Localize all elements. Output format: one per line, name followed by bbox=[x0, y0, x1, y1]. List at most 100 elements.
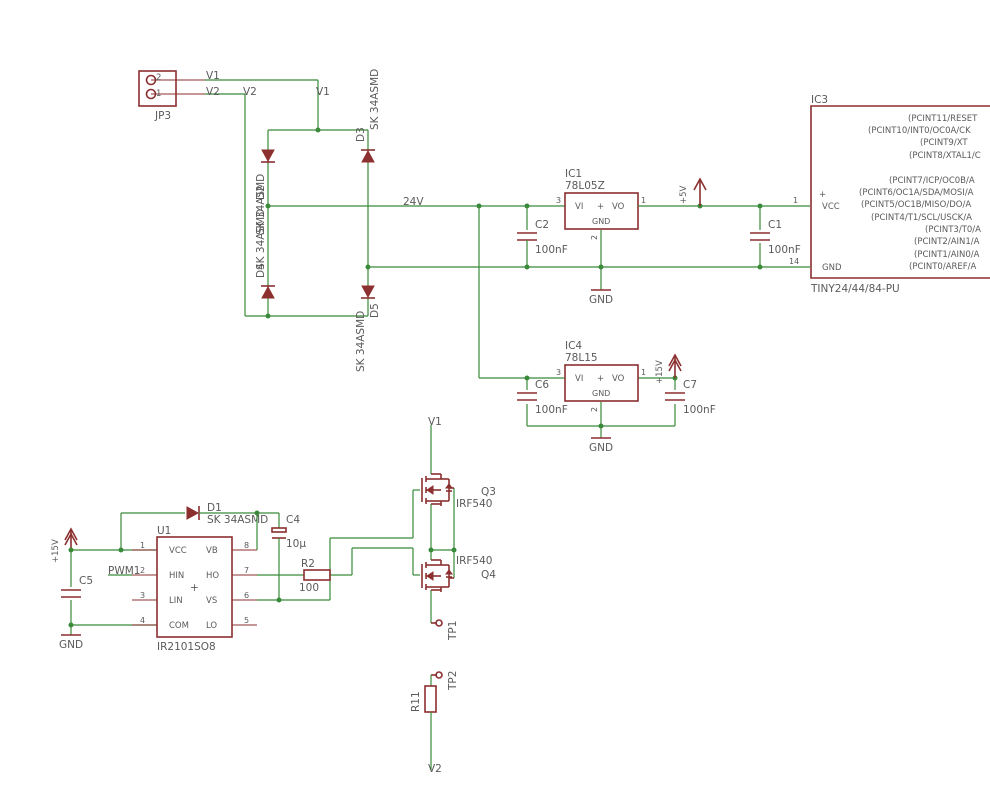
u1-pin-number: 7 bbox=[244, 566, 249, 575]
ic3-pin-label: (PCINT1/AIN0/A bbox=[914, 250, 980, 260]
net-label-5v: +5V bbox=[679, 185, 689, 204]
gnd-label-2: GND bbox=[589, 442, 613, 454]
net-label-15v-a: +15V bbox=[655, 360, 665, 384]
diode-d5[interactable]: D5 SK 34ASMD bbox=[355, 285, 381, 372]
ic4-gnd: GND bbox=[592, 389, 610, 398]
c4-label: C4 bbox=[286, 514, 300, 526]
ic1-pin-gnd: 2 bbox=[590, 235, 599, 240]
jp3-connector[interactable]: 2 1 JP3 bbox=[138, 70, 205, 122]
ic3-pin-labels: (PCINT11/RESET (PCINT10/INT0/OC0A/CK (PC… bbox=[859, 114, 981, 272]
u1-pin-label: COM bbox=[169, 621, 189, 631]
ic1-pin-in: 3 bbox=[556, 196, 561, 205]
test-point-tp2[interactable]: TP2 bbox=[430, 671, 459, 691]
net-24v: 24V bbox=[268, 196, 565, 381]
d4-label: D4 bbox=[255, 263, 267, 278]
ic3-pin-label: (PCINT7/ICP/OC0B/A bbox=[889, 176, 975, 186]
d1-label: D1 bbox=[207, 502, 222, 514]
ic1-pin-out: 1 bbox=[641, 196, 646, 205]
resistor-r2[interactable]: R2 100 bbox=[299, 558, 331, 594]
capacitor-c1[interactable]: C1 100nF bbox=[750, 219, 801, 256]
ic3-value: TINY24/44/84-PU bbox=[810, 283, 900, 295]
test-point-tp1[interactable]: TP1 bbox=[431, 619, 459, 641]
u1-pin-label: HIN bbox=[169, 571, 184, 581]
driver-output-wiring bbox=[254, 489, 420, 603]
ic1-gnd: GND bbox=[592, 217, 610, 226]
net-gnd-top bbox=[368, 230, 810, 290]
net-label-v2: V2 bbox=[206, 86, 220, 98]
q3-value: IRF540 bbox=[456, 498, 492, 510]
net-v1-v2: V1 V2 V2 V1 bbox=[205, 70, 330, 316]
diode-d1[interactable]: D1 SK 34ASMD bbox=[186, 502, 279, 526]
ic3-pin-label: (PCINT6/OC1A/SDA/MOSI/A bbox=[859, 188, 974, 198]
net-label-v1: V1 bbox=[206, 70, 220, 82]
ic1-value: 78L05Z bbox=[565, 180, 605, 192]
net-pwm1: PWM1 bbox=[108, 565, 140, 577]
capacitor-c5[interactable]: C5 bbox=[61, 575, 93, 598]
ic3-pin-label: (PCINT5/OC1B/MISO/DO/A bbox=[861, 200, 971, 210]
net-5v: +5V bbox=[638, 177, 810, 267]
ic3-pin-label: (PCINT11/RESET bbox=[908, 114, 978, 124]
r2-label: R2 bbox=[301, 558, 315, 570]
capacitor-c2[interactable]: C2 100nF bbox=[517, 219, 568, 256]
net-gnd-15v: +15V bbox=[526, 353, 682, 438]
jp3-pin1-label: 1 bbox=[156, 89, 161, 99]
net-label-v2-c: V2 bbox=[428, 763, 442, 775]
c4-value: 10µ bbox=[286, 538, 306, 550]
microcontroller-ic3[interactable]: IC3 TINY24/44/84-PU VCC GND + 1 14 (PCIN… bbox=[789, 94, 990, 295]
u1-value: IR2101SO8 bbox=[157, 641, 216, 653]
u1-label: U1 bbox=[157, 525, 171, 537]
c5-label: C5 bbox=[79, 575, 93, 587]
ic1-vi: VI bbox=[575, 202, 583, 212]
gnd-symbol-3: GND bbox=[59, 634, 83, 651]
regulator-ic1[interactable]: IC1 78L05Z VI VO + GND 3 1 2 bbox=[556, 168, 646, 240]
ic4-vi: VI bbox=[575, 374, 583, 384]
mosfet-q3[interactable]: Q3 IRF540 bbox=[421, 473, 496, 510]
net-label-24v: 24V bbox=[403, 196, 424, 208]
ic1-plus: + bbox=[597, 202, 604, 212]
ic3-pin-label: (PCINT9/XT bbox=[920, 138, 968, 148]
c6-label: C6 bbox=[535, 379, 549, 391]
u1-pin-label: VS bbox=[206, 596, 217, 606]
u1-pin-number: 3 bbox=[140, 591, 145, 600]
gate-driver-u1[interactable]: U1 IR2101SO8 + 1 2 3 4 8 7 6 5 VCC HIN L… bbox=[132, 525, 257, 653]
ic3-pin-label: (PCINT0/AREF/A bbox=[909, 262, 977, 272]
ic3-pin-label: (PCINT4/T1/SCL/USCK/A bbox=[871, 213, 972, 223]
ic4-pin-in: 3 bbox=[556, 368, 561, 377]
net-label-v2-b: V2 bbox=[243, 86, 257, 98]
capacitor-c4[interactable]: C4 10µ bbox=[271, 513, 306, 600]
ic3-pin-gnd: 14 bbox=[789, 257, 799, 266]
q4-value: IRF540 bbox=[456, 555, 492, 567]
d1-value: SK 34ASMD bbox=[207, 514, 268, 526]
capacitor-c6[interactable]: C6 100nF bbox=[517, 379, 568, 416]
gnd-symbol-2: GND bbox=[589, 437, 613, 454]
tp1-label: TP1 bbox=[447, 621, 459, 641]
q4-label: Q4 bbox=[481, 569, 496, 581]
ic1-vo: VO bbox=[612, 202, 625, 212]
net-label-pwm1: PWM1 bbox=[108, 565, 140, 577]
ic3-label: IC3 bbox=[811, 94, 828, 106]
ic4-vo: VO bbox=[612, 374, 625, 384]
net-label-v1-b: V1 bbox=[316, 86, 330, 98]
r2-value: 100 bbox=[299, 582, 319, 594]
tp2-label: TP2 bbox=[447, 671, 459, 691]
diode-d3[interactable]: D3 SK 34ASMD bbox=[355, 69, 381, 163]
mosfet-q4[interactable]: IRF540 Q4 bbox=[421, 555, 496, 592]
capacitor-c7[interactable]: C7 100nF bbox=[665, 379, 716, 416]
ic4-pin-out: 1 bbox=[641, 368, 646, 377]
gnd-label-1: GND bbox=[589, 294, 613, 306]
u1-plus: + bbox=[190, 582, 199, 594]
c6-value: 100nF bbox=[535, 404, 568, 416]
diode-d4[interactable]: D4 SK 34ASMD bbox=[255, 209, 275, 299]
regulator-ic4[interactable]: IC4 78L15 VI VO + GND 3 1 2 bbox=[556, 340, 646, 412]
u1-pin-number: 5 bbox=[244, 616, 249, 625]
u1-pin-number: 4 bbox=[140, 616, 145, 625]
c2-label: C2 bbox=[535, 219, 549, 231]
d2-value: SK 34ASMD bbox=[255, 174, 267, 235]
q3-label: Q3 bbox=[481, 486, 496, 498]
c2-value: 100nF bbox=[535, 244, 568, 256]
diode-d2[interactable]: D2 SK 34ASMD bbox=[255, 149, 275, 235]
u1-pin-label: VCC bbox=[169, 546, 187, 556]
resistor-r11[interactable]: R11 V2 bbox=[410, 685, 442, 775]
u1-pin-number: 6 bbox=[244, 591, 249, 600]
